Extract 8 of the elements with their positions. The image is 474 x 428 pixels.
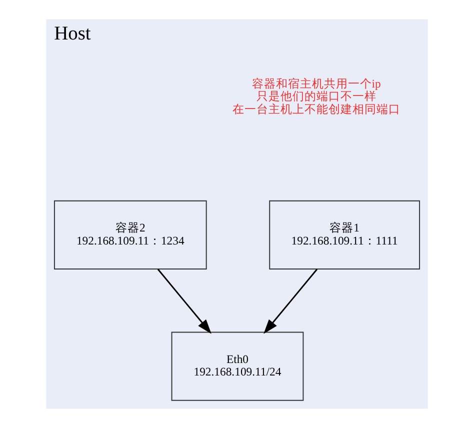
- label: 容器和宿主机共用一个ip: [252, 78, 381, 91]
- label: 在一台主机上不能创建相同端口: [232, 102, 400, 116]
- node-box: Eth0 192.168.109.11/24: [171, 332, 304, 401]
- node-box: 容器2 192.168.109.11：1234: [54, 200, 207, 270]
- arrow: [264, 268, 318, 334]
- node-box: 容器1 192.168.109.11：1111: [269, 200, 420, 270]
- label: 只是他们的端口不一样: [256, 90, 376, 104]
- arrow: [157, 268, 212, 334]
